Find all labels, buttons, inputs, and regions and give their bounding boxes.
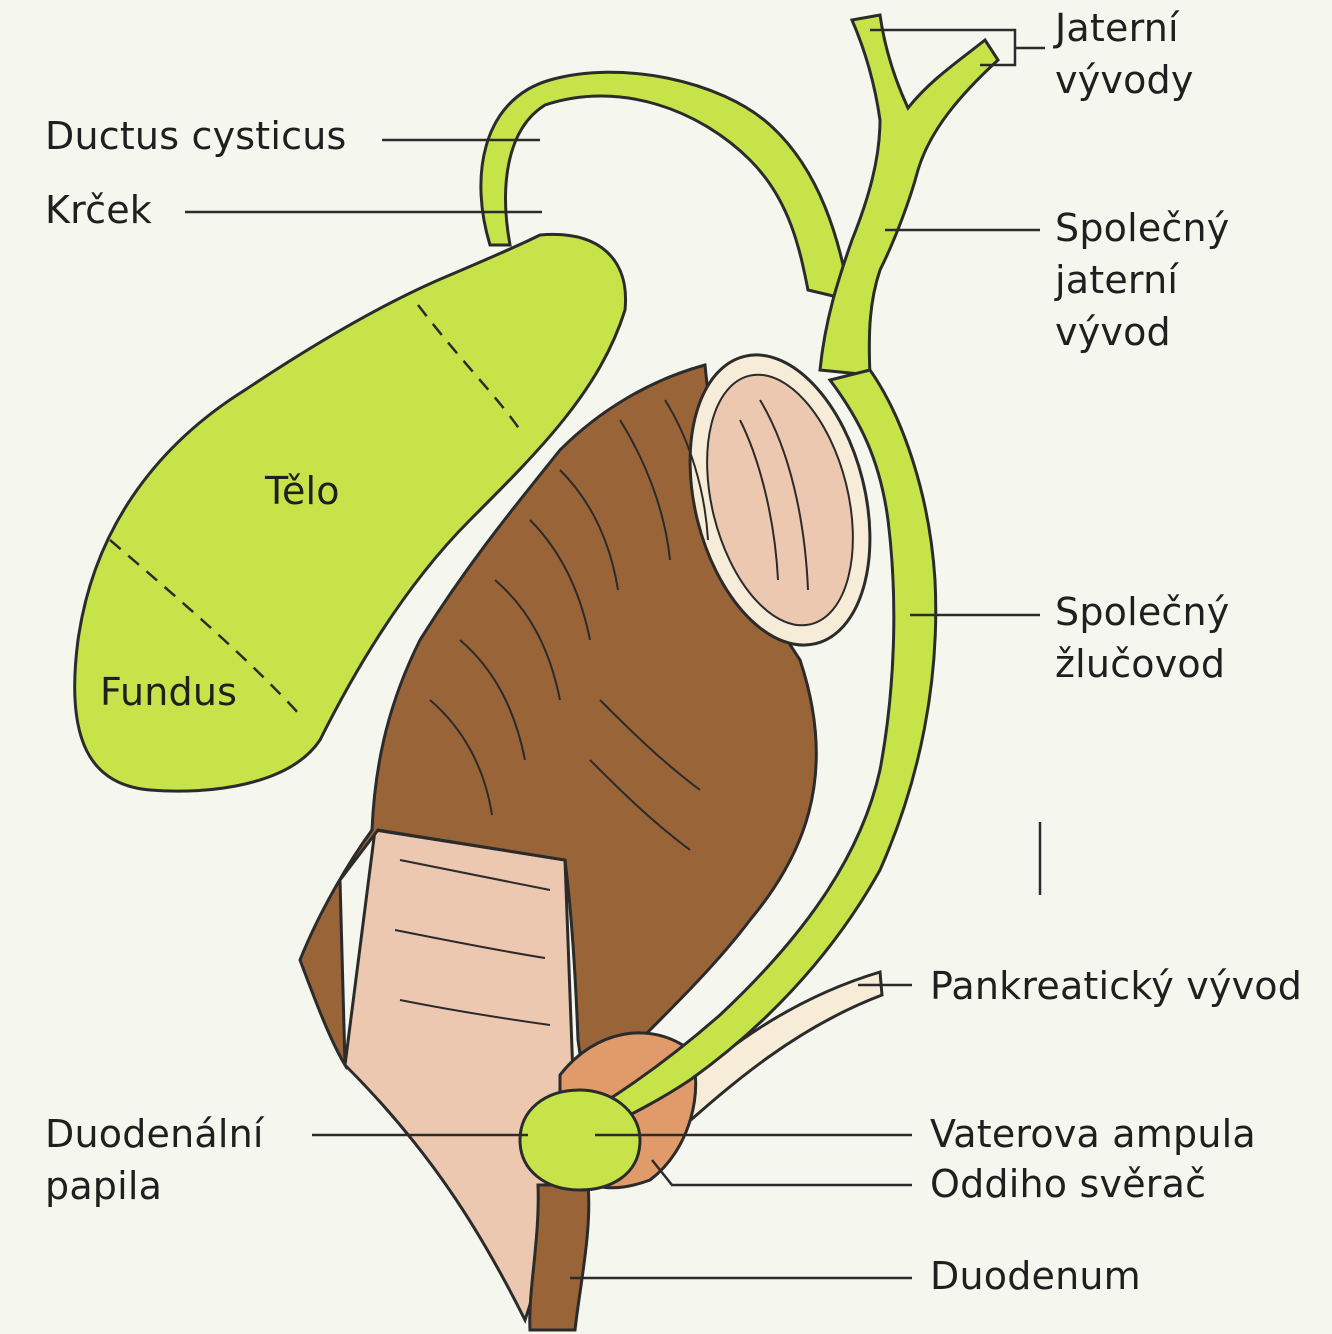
label-spolecny-zlucovod: Společný žlučovod <box>1055 586 1230 690</box>
leader-oddiho-sverac <box>652 1160 912 1185</box>
label-jaterni-vyvody: Jaterní vývody <box>1055 2 1194 106</box>
ampulla-of-vater <box>520 1090 640 1190</box>
label-pankreaticky-vyvod: Pankreatický vývod <box>930 960 1302 1012</box>
label-oddiho-sverac: Oddiho svěrač <box>930 1158 1206 1210</box>
label-vaterova-ampula: Vaterova ampula <box>930 1108 1256 1160</box>
label-fundus: Fundus <box>100 666 237 718</box>
hepatic-ducts <box>820 15 998 375</box>
label-ductus-cysticus: Ductus cysticus <box>45 110 347 162</box>
label-telo: Tělo <box>265 465 340 517</box>
duodenum-descending <box>530 1185 589 1330</box>
label-duodenalni-papila: Duodenální papila <box>45 1108 264 1212</box>
label-duodenum: Duodenum <box>930 1250 1141 1302</box>
label-spolecny-jaterni-vyvod: Společný jaterní vývod <box>1055 202 1230 358</box>
label-krcek: Krček <box>45 184 152 236</box>
